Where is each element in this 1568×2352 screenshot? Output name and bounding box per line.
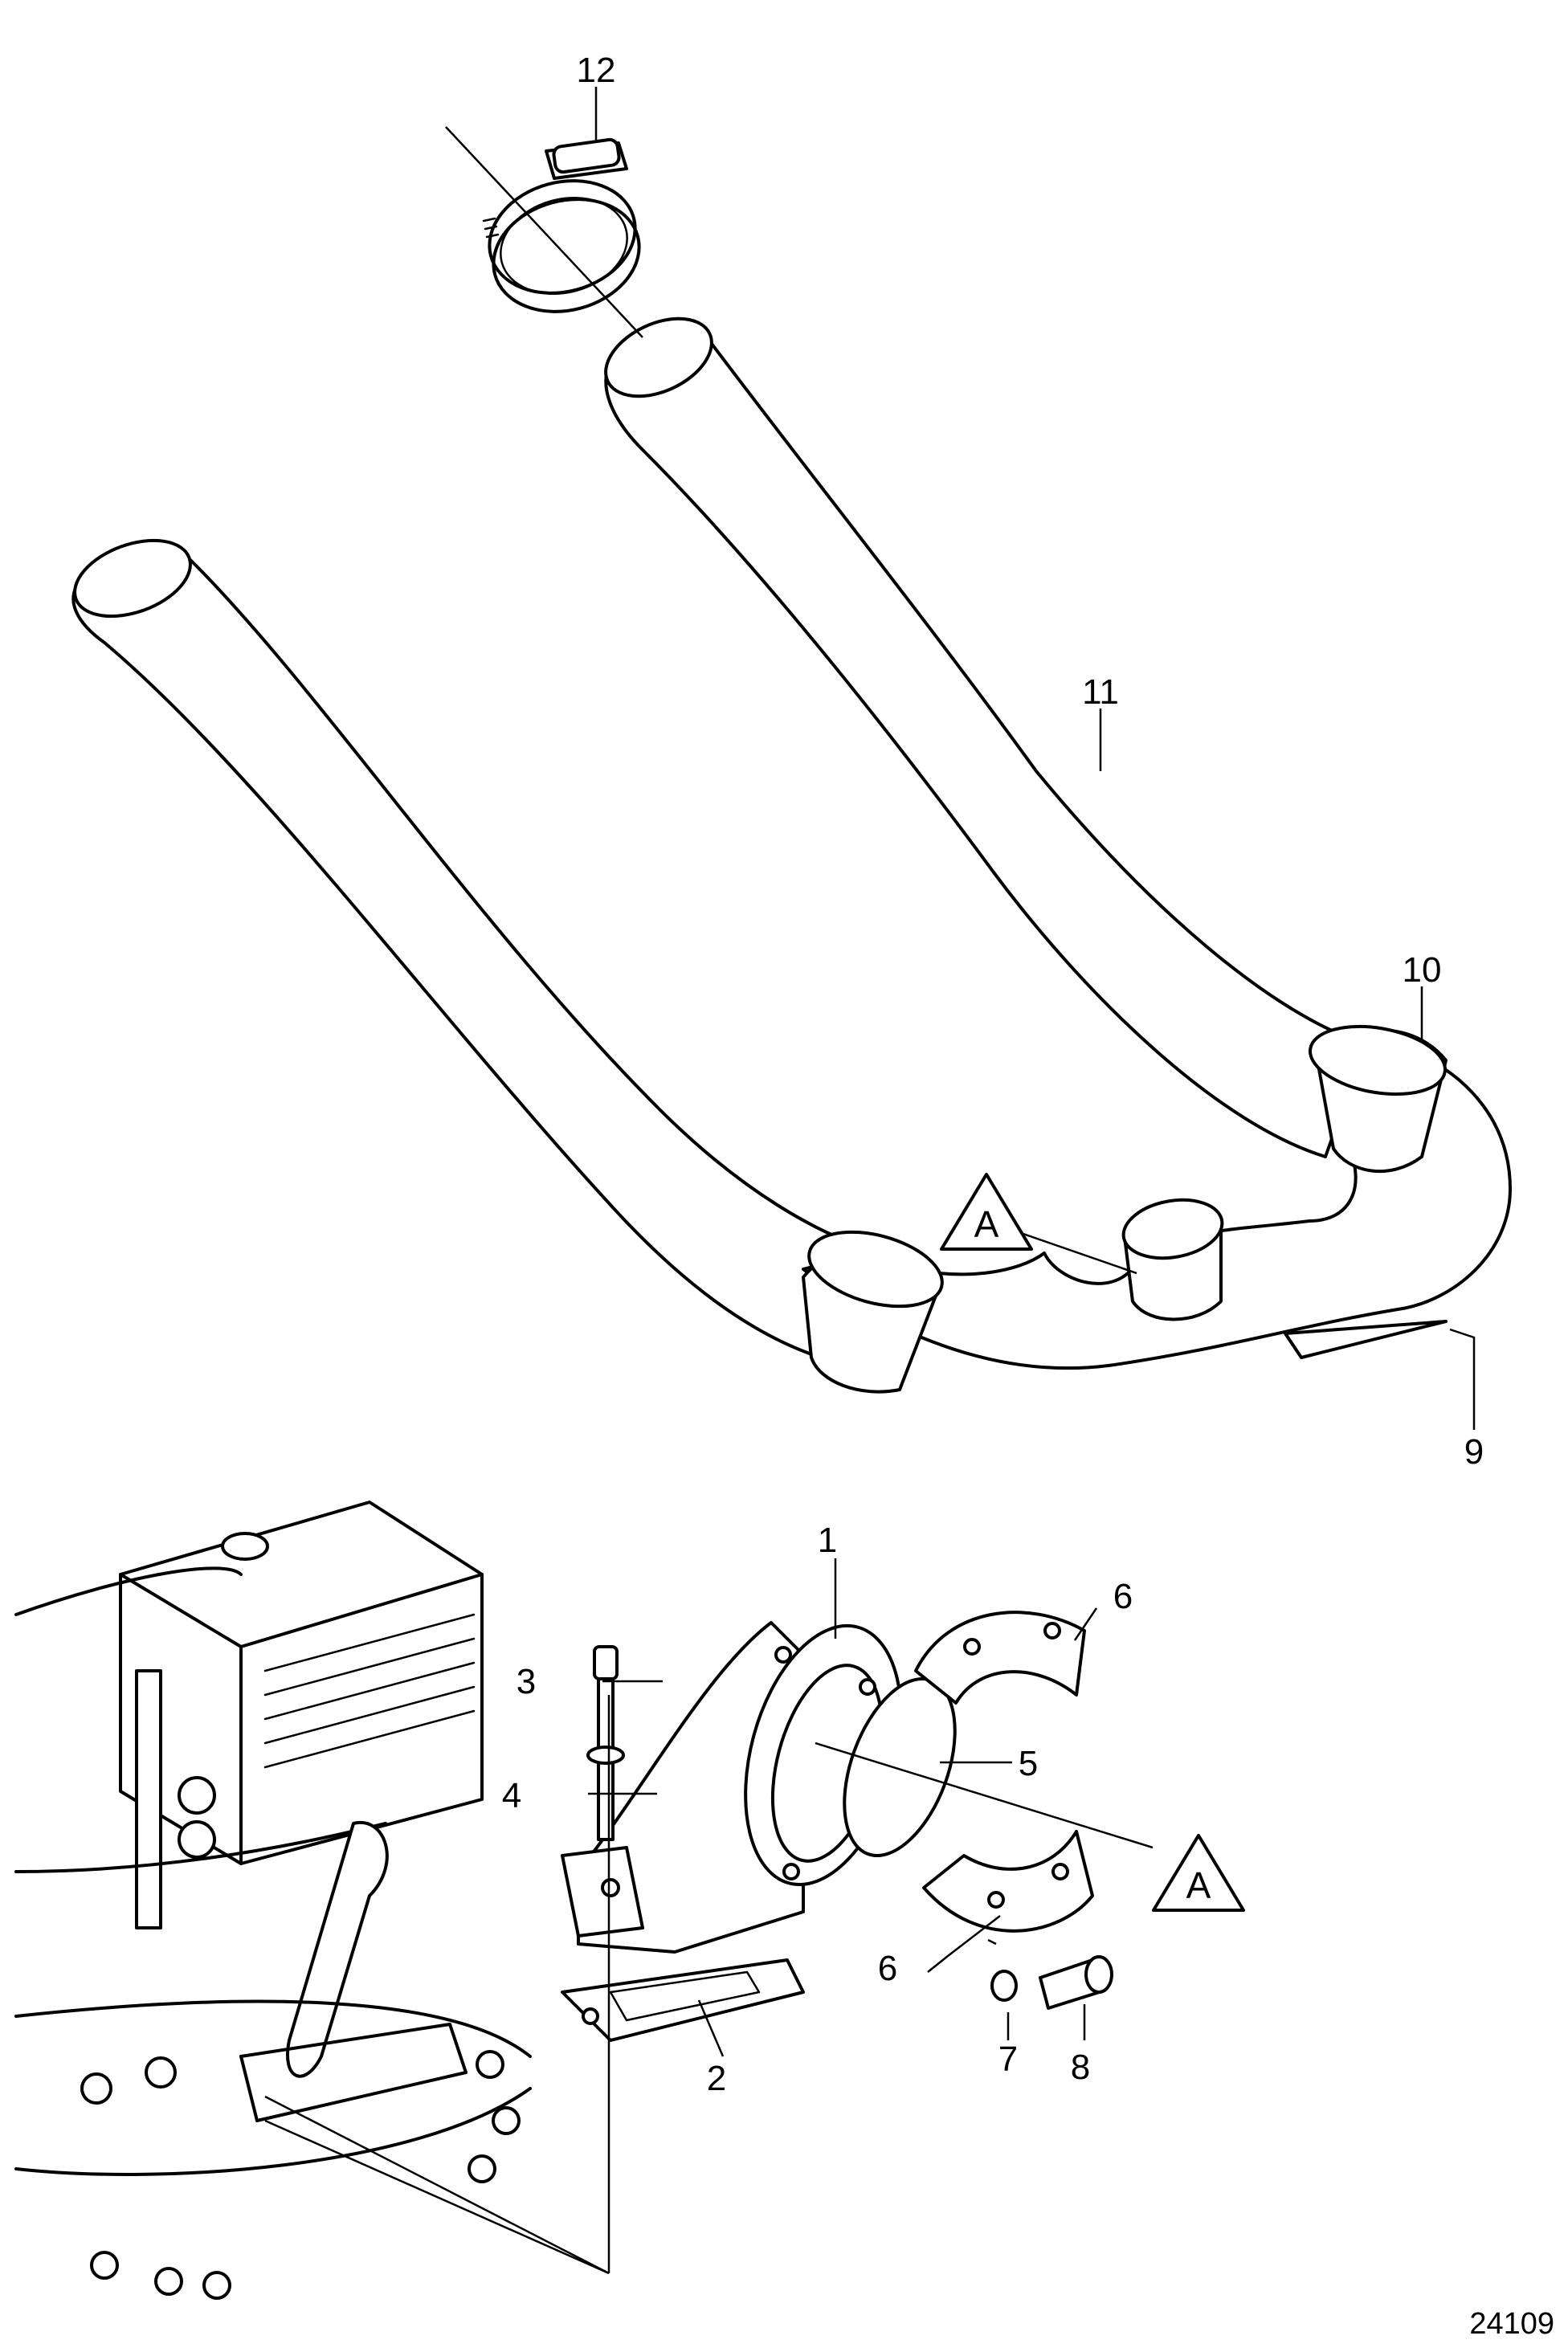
reference-triangle-lower: A: [1152, 1834, 1245, 1912]
callout-11: 11: [1082, 672, 1119, 712]
drive-unit: [14, 1501, 532, 2300]
leader-lines: [264, 87, 1476, 2275]
callout-8: 8: [1071, 2048, 1090, 2087]
small-bolt: [990, 1955, 1113, 2010]
callout-10: 10: [1403, 950, 1442, 990]
callout-4: 4: [502, 1776, 521, 1815]
callout-2: 2: [707, 2059, 726, 2098]
reference-letter-lower: A: [1186, 1864, 1211, 1906]
gasket: [561, 1958, 805, 2042]
y-pipe: [802, 1024, 1512, 1394]
hose-clamp: [482, 137, 641, 313]
reference-triangle-upper: A: [940, 1173, 1033, 1251]
figure-number: 24109: [1469, 2307, 1554, 2341]
callout-6-lower: 6: [878, 1949, 897, 1988]
reference-letter-upper: A: [974, 1203, 999, 1245]
flange-halves: [914, 1611, 1094, 1933]
callout-3: 3: [517, 1662, 536, 1701]
callout-5: 5: [1019, 1744, 1038, 1783]
callout-6-upper: 6: [1113, 1577, 1133, 1616]
callout-12: 12: [577, 51, 616, 90]
callout-7: 7: [998, 2040, 1018, 2079]
long-bolt: [586, 1645, 625, 1841]
callout-1: 1: [818, 1521, 837, 1560]
callout-9: 9: [1464, 1432, 1484, 1472]
